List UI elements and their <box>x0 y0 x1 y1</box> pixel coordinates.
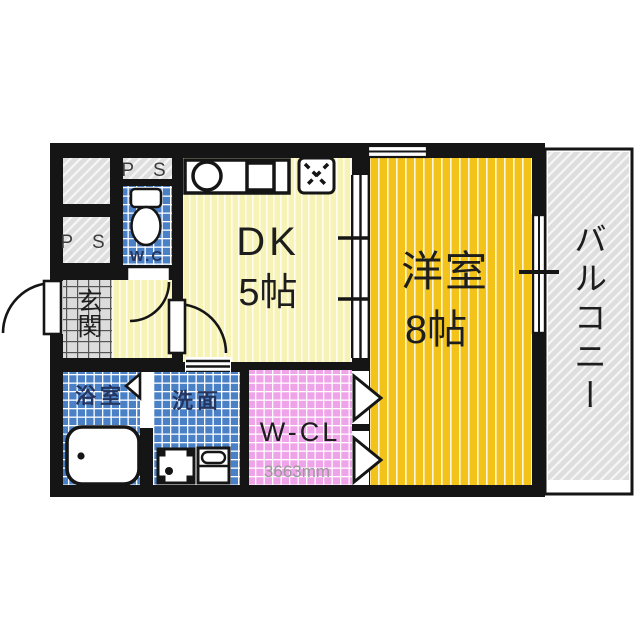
closet-door-arrow-bottom <box>352 434 384 486</box>
pipe-space-top-label: P S <box>121 160 172 181</box>
entrance-door <box>1 279 63 336</box>
room-western: 洋室 8帖 <box>370 158 532 485</box>
room-washroom: 洗面 <box>153 372 240 485</box>
toilet-door-arc <box>129 281 171 323</box>
toilet-icon <box>129 187 163 247</box>
dk-label: DK <box>236 220 300 264</box>
stove-icon <box>297 156 336 195</box>
hall-dk-door-leaf <box>167 298 187 355</box>
window-western-top <box>366 144 429 159</box>
pipe-space-area: P S P S <box>60 158 172 263</box>
closet-label: W-CL <box>260 417 341 447</box>
window-western-balcony <box>519 213 559 335</box>
washroom-label: 洗面 <box>172 390 222 413</box>
bathroom-door-arrow <box>124 371 142 401</box>
pipe-space-left-label: P S <box>60 232 111 253</box>
pipe-space-hatch-2 <box>63 217 110 263</box>
room-balcony: バルコニー <box>543 147 634 496</box>
pipe-space-hatch-1 <box>63 158 110 204</box>
closet-floor <box>249 370 352 485</box>
threshold-step <box>185 357 231 375</box>
kitchen-counter-icon <box>183 158 291 195</box>
bathroom-label: 浴室 <box>75 384 125 408</box>
closet-folding-doors <box>352 371 384 486</box>
sliding-door-dk-western <box>338 175 375 358</box>
bathtub-icon <box>65 425 141 486</box>
bathroom-door <box>124 371 153 428</box>
western-floor <box>370 158 532 485</box>
room-bathroom: 浴室 <box>63 372 141 486</box>
western-room-label: 洋室 <box>401 248 489 295</box>
balcony-label: バルコニー <box>570 222 607 417</box>
washing-machine-pan-icon <box>156 447 196 485</box>
pipe-space-hatch-3 <box>123 158 172 179</box>
entrance-label: 玄関 <box>74 288 102 338</box>
laundry-sink-icon <box>196 446 231 485</box>
closet-door-arrow-top <box>352 372 384 424</box>
balcony-floor <box>548 152 629 480</box>
room-walk-in-closet: W-CL 3663mm <box>249 370 352 485</box>
closet-width-label: 3663mm <box>264 462 330 481</box>
western-room-size-label: 8帖 <box>405 308 467 352</box>
toilet-label: W.C <box>130 248 164 265</box>
kitchen-sink-icon <box>191 160 223 192</box>
entrance-floor <box>63 280 112 358</box>
room-dk: DK 5帖 <box>183 156 352 362</box>
room-entrance: 玄関 <box>63 280 112 358</box>
dk-size-label: 5帖 <box>238 272 297 314</box>
toilet-door-leaf <box>125 265 172 284</box>
hall-dk-door <box>167 298 228 355</box>
room-toilet: W.C <box>123 186 172 284</box>
entrance-door-leaf <box>42 279 63 336</box>
